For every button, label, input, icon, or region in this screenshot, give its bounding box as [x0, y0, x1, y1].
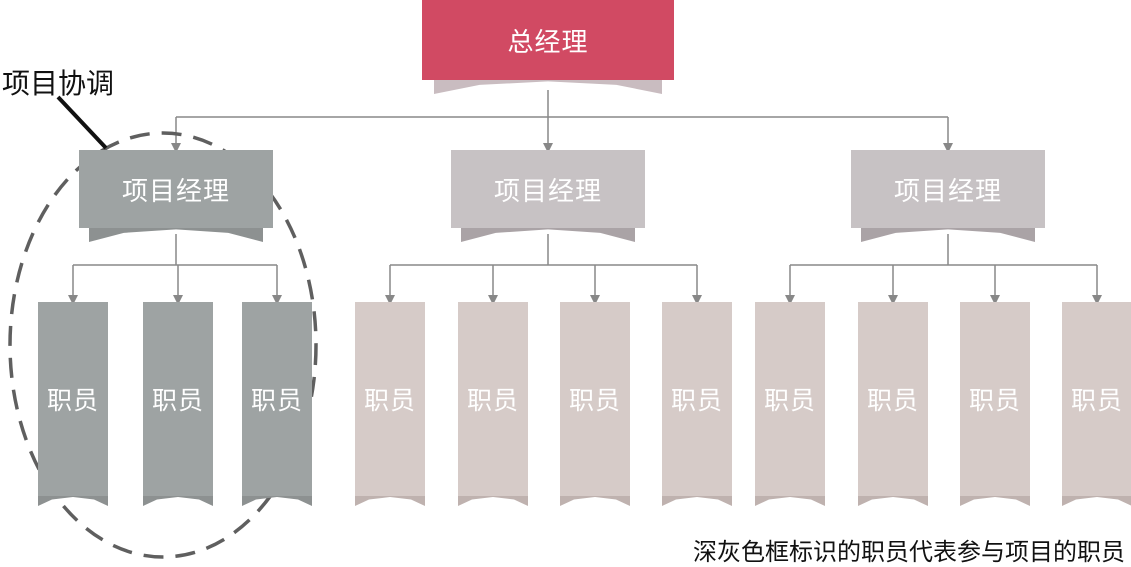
staff-label: 职员 — [568, 386, 621, 415]
project-manager-box-2: 项目经理 — [451, 150, 645, 228]
project-manager-label: 项目经理 — [121, 176, 230, 207]
ceo-label: 总经理 — [507, 27, 589, 58]
project-manager-label: 项目经理 — [893, 176, 1002, 207]
staff-label: 职员 — [466, 386, 519, 415]
staff-label: 职员 — [1070, 386, 1123, 415]
caption: 深灰色框标识的职员代表参与项目的职员 — [693, 538, 1125, 566]
coordination-dashed-ellipse — [8, 131, 318, 559]
staff-box: 职员 — [960, 302, 1030, 496]
project-manager-box-3: 项目经理 — [851, 150, 1045, 228]
staff-box: 职员 — [38, 302, 108, 496]
staff-box: 职员 — [242, 302, 312, 496]
staff-box: 职员 — [355, 302, 425, 496]
project-manager-label: 项目经理 — [493, 176, 602, 207]
annotation-pointer-line — [56, 95, 108, 150]
staff-label: 职员 — [250, 386, 303, 415]
staff-box: 职员 — [755, 302, 825, 496]
staff-box: 职员 — [560, 302, 630, 496]
staff-label: 职员 — [866, 386, 919, 415]
staff-label: 职员 — [763, 386, 816, 415]
staff-label: 职员 — [46, 386, 99, 415]
staff-box: 职员 — [143, 302, 213, 496]
staff-box: 职员 — [458, 302, 528, 496]
project-coordination-label: 项目协调 — [2, 67, 115, 100]
staff-label: 职员 — [363, 386, 416, 415]
staff-box: 职员 — [1062, 302, 1131, 496]
staff-label: 职员 — [151, 386, 204, 415]
staff-label: 职员 — [968, 386, 1021, 415]
project-manager-box-1: 项目经理 — [79, 150, 273, 228]
staff-label: 职员 — [670, 386, 723, 415]
staff-box: 职员 — [662, 302, 732, 496]
staff-box: 职员 — [858, 302, 928, 496]
ceo-box: 总经理 — [422, 0, 674, 80]
